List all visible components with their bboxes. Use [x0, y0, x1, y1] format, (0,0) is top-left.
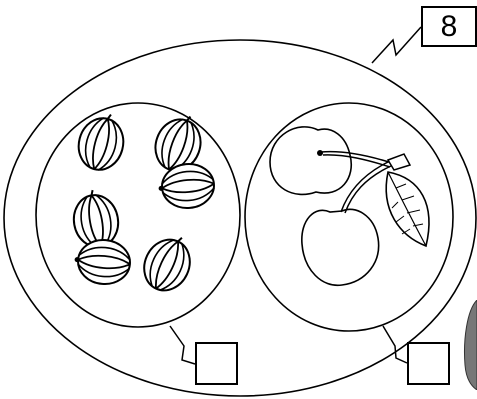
- total-count-box: 8: [421, 6, 477, 47]
- watermelon-icon: [135, 226, 202, 299]
- left-pointer-line: [169, 325, 196, 365]
- right-count-box[interactable]: [407, 342, 450, 385]
- right-subset-ellipse: [244, 102, 454, 332]
- watermelon-icon: [71, 236, 133, 288]
- total-pointer-line: [371, 26, 422, 64]
- cherry-icon: [269, 126, 353, 196]
- leaf-icon: [385, 171, 430, 248]
- watermelon-icon: [72, 107, 132, 176]
- right-pointer-line: [382, 325, 408, 364]
- left-subset-ellipse: [35, 102, 241, 328]
- edge-object: [464, 300, 477, 390]
- cherry-icon: [301, 208, 380, 287]
- cherry-stem: [320, 150, 412, 214]
- left-count-box[interactable]: [195, 342, 238, 385]
- outer-set-ellipse: [3, 39, 477, 397]
- watermelon-icon: [155, 160, 217, 212]
